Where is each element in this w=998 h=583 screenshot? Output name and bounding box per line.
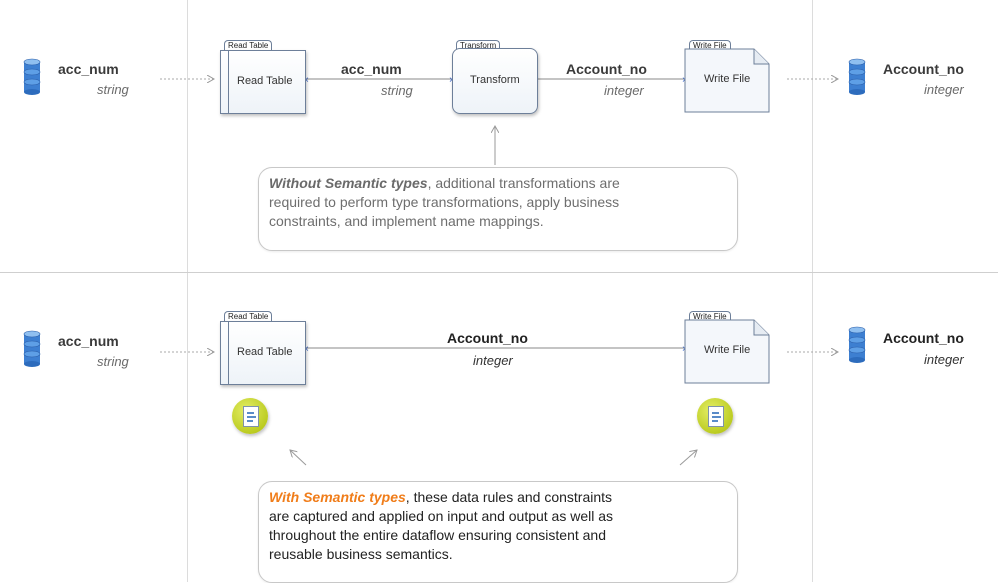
bottom-callout-pointer-left — [290, 450, 307, 466]
divider-left — [187, 0, 188, 582]
top-edge1-name: acc_num — [341, 61, 402, 77]
bottom-edge-name: Account_no — [447, 330, 528, 346]
top-transform-label: Transform — [470, 74, 520, 86]
svg-text:×: × — [303, 75, 309, 86]
top-transform-tab: Transform — [456, 40, 501, 51]
top-source-name: acc_num — [58, 61, 119, 77]
top-callout-line3: constraints, and implement name mappings… — [269, 213, 544, 229]
top-callout-emphasis: Without Semantic types — [269, 175, 428, 191]
top-edge2-type: integer — [604, 83, 644, 98]
semantic-type-icon[interactable] — [697, 398, 733, 434]
bottom-callout-pointer-right — [679, 450, 697, 466]
semantic-type-icon[interactable] — [232, 398, 268, 434]
top-callout: Without Semantic types, additional trans… — [258, 167, 738, 251]
top-source-type: string — [97, 82, 129, 97]
divider-right — [812, 0, 813, 582]
bottom-write-file-tab: Write File — [689, 311, 731, 322]
bottom-callout-line3: throughout the entire dataflow ensuring … — [269, 527, 607, 543]
bottom-source-name: acc_num — [58, 333, 119, 349]
bottom-read-table-tab: Read Table — [224, 311, 273, 322]
top-edge1-type: string — [381, 83, 413, 98]
bottom-callout-line1: With Semantic types, these data rules an… — [269, 489, 613, 505]
top-transform-box[interactable]: Transform — [452, 48, 538, 114]
bottom-read-table-label: Read Table — [237, 346, 293, 358]
bottom-write-file-shape — [684, 319, 770, 384]
bottom-callout-emphasis: With Semantic types — [269, 489, 406, 505]
bottom-callout-line2: are captured and applied on input and ou… — [269, 508, 614, 524]
bottom-read-table-box[interactable]: Read Table — [220, 321, 306, 385]
top-read-table-tab: Read Table — [224, 40, 273, 51]
bottom-write-file-label: Write File — [704, 344, 751, 356]
top-write-file-label: Write File — [704, 73, 751, 85]
bottom-target-name: Account_no — [883, 330, 964, 346]
database-icon — [23, 330, 41, 367]
section-divider — [0, 272, 998, 273]
database-icon — [848, 58, 866, 95]
bottom-source-type: string — [97, 354, 129, 369]
bottom-callout: With Semantic types, these data rules an… — [258, 481, 738, 583]
top-callout-line2: required to perform type transformations… — [269, 194, 620, 210]
top-read-table-label: Read Table — [237, 75, 293, 87]
top-write-file-tab: Write File — [689, 40, 731, 51]
bottom-edge-type: integer — [473, 353, 513, 368]
top-callout-line1: Without Semantic types, additional trans… — [269, 175, 620, 191]
top-edge2-name: Account_no — [566, 61, 647, 77]
bottom-target-type: integer — [924, 352, 964, 367]
top-write-file-shape — [684, 48, 770, 113]
top-target-name: Account_no — [883, 61, 964, 77]
svg-text:×: × — [303, 344, 309, 355]
top-target-type: integer — [924, 82, 964, 97]
database-icon — [848, 326, 866, 363]
top-read-table-box[interactable]: Read Table — [220, 50, 306, 114]
bottom-callout-line4: reusable business semantics. — [269, 546, 453, 562]
database-icon — [23, 58, 41, 95]
